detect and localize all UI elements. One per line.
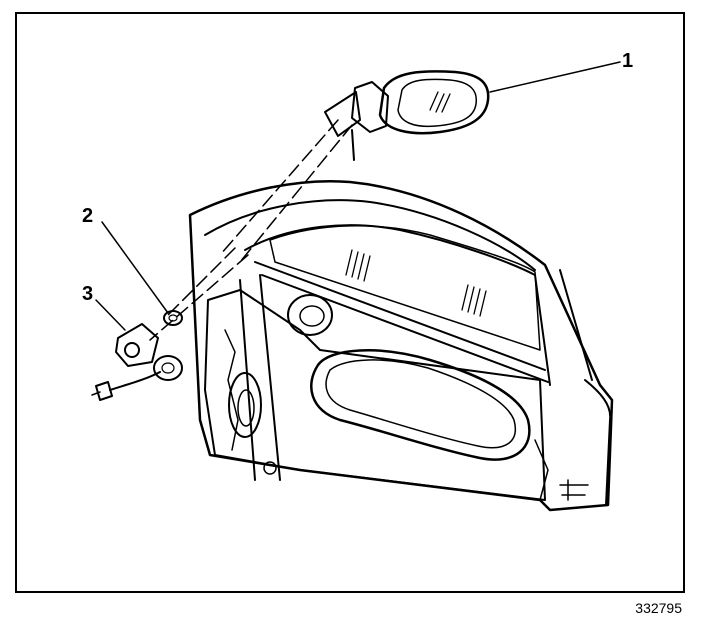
window-glass: [269, 225, 541, 351]
alignment-lines: [149, 119, 353, 341]
figure-id: 332795: [635, 600, 682, 616]
figure-frame: [15, 12, 685, 593]
callout-1: 1: [622, 50, 634, 72]
callout-3: 3: [82, 283, 94, 305]
leader-lines: [95, 61, 621, 331]
mirror-bracket-connector: [91, 323, 183, 401]
callout-2: 2: [82, 205, 94, 227]
door-inner-panel: [204, 289, 589, 501]
mirror-nut: [163, 310, 183, 326]
door-frame: [188, 180, 614, 512]
outside-mirror: [324, 70, 490, 161]
